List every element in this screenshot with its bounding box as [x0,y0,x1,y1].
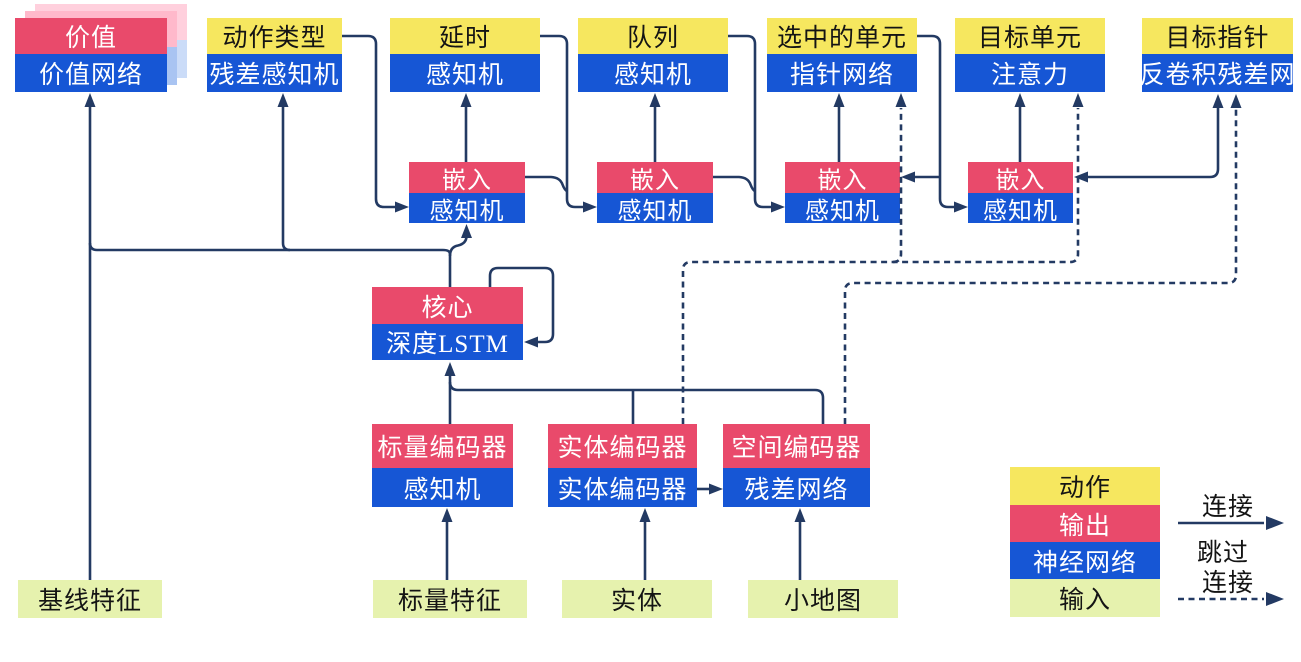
node-embedding-2-header: 嵌入 [597,162,713,194]
skip-entity-to-target-unit [681,108,1080,424]
node-target-unit-header: 目标单元 [955,18,1105,54]
wire-embedding4-target-pointer [1087,108,1220,179]
node-spatial-encoder: 空间编码器 残差网络 [723,424,870,507]
node-action-type: 动作类型 残差感知机 [207,18,342,92]
node-embedding-1-body: 感知机 [409,193,525,225]
wire-action-type-to-embedding1 [342,34,396,209]
node-target-pointer-header: 目标指针 [1142,18,1293,54]
node-entity-encoder-header: 实体编码器 [548,424,697,468]
legend-connection-label: 连接 [1201,494,1254,521]
node-embedding-1-header: 嵌入 [409,162,525,194]
node-scalar-encoder-header: 标量编码器 [372,424,513,468]
node-selected-units-body: 指针网络 [767,54,917,92]
input-entities: 实体 [562,580,712,618]
legend-input: 输入 [1010,579,1160,617]
legend-skip-label-2: 连接 [1201,570,1254,597]
skip-spatial-to-target-pointer [843,108,1238,424]
node-embedding-3: 嵌入 感知机 [785,162,900,225]
wire-selected-units-to-embedding4 [917,34,955,209]
node-entity-encoder: 实体编码器 实体编码器 [548,424,697,507]
legend-action: 动作 [1010,467,1160,505]
node-delay-body: 感知机 [390,54,540,92]
node-embedding-1: 嵌入 感知机 [409,162,525,225]
node-queue: 队列 感知机 [578,18,728,92]
node-target-pointer: 目标指针 反卷积残差网 [1140,18,1295,92]
node-embedding-4-header: 嵌入 [968,162,1073,194]
node-delay: 延时 感知机 [390,18,540,92]
legend-output: 输出 [1010,505,1160,542]
legend-skip-label-1: 跳过 [1196,540,1249,567]
node-action-type-body: 残差感知机 [207,54,342,92]
node-queue-body: 感知机 [578,54,728,92]
wire-spatial-encoder-to-core [448,381,825,424]
input-minimap: 小地图 [748,580,898,618]
node-spatial-encoder-header: 空间编码器 [723,424,870,468]
wire-core-to-embedding1 [448,235,468,257]
node-scalar-encoder: 标量编码器 感知机 [372,424,513,507]
wire-branch-to-action-type [281,106,291,252]
wire-embedding1-merge [525,175,569,193]
node-embedding-2: 嵌入 感知机 [597,162,713,225]
node-spatial-encoder-body: 残差网络 [723,468,870,507]
node-target-unit: 目标单元 注意力 [955,18,1105,92]
node-target-unit-body: 注意力 [955,54,1105,92]
node-value-body: 价值网络 [15,54,167,92]
node-entity-encoder-body: 实体编码器 [548,468,697,507]
node-action-type-header: 动作类型 [207,18,342,54]
input-scalar-features: 标量特征 [373,580,527,618]
node-core-header: 核心 [372,287,523,324]
node-value-header: 价值 [15,18,167,54]
wire-core-horizontal [88,242,452,255]
node-core: 核心 深度LSTM [372,287,523,360]
node-scalar-encoder-body: 感知机 [372,468,513,507]
legend-network: 神经网络 [1010,542,1160,579]
node-selected-units: 选中的单元 指针网络 [767,18,917,92]
node-queue-header: 队列 [578,18,728,54]
node-embedding-3-header: 嵌入 [785,162,900,194]
node-embedding-3-body: 感知机 [785,193,900,225]
wire-embedding2-merge [713,175,757,193]
input-baseline-features: 基线特征 [18,580,162,618]
node-embedding-4: 嵌入 感知机 [968,162,1073,225]
wire-queue-to-embedding3 [728,34,772,209]
node-core-body: 深度LSTM [372,324,523,360]
node-value: 价值 价值网络 [15,18,167,92]
node-embedding-2-body: 感知机 [597,193,713,225]
node-selected-units-header: 选中的单元 [767,18,917,54]
node-target-pointer-body: 反卷积残差网 [1140,54,1295,92]
node-embedding-4-body: 感知机 [968,193,1073,225]
node-delay-header: 延时 [390,18,540,54]
